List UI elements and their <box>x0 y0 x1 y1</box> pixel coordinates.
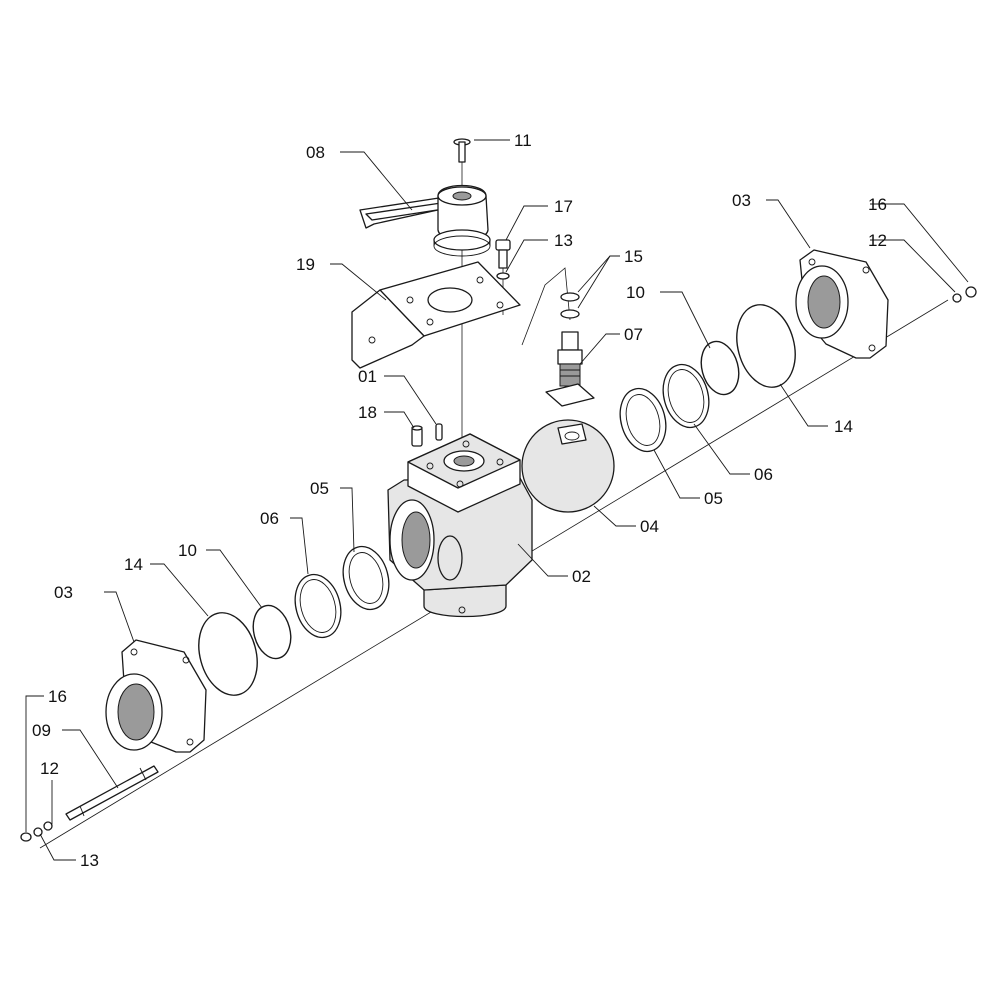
washer-part-12-left <box>43 821 53 831</box>
flange-part-03-left <box>105 639 207 753</box>
callout-01: 01 <box>358 367 377 386</box>
seals-part-15 <box>560 292 580 319</box>
pin-part-18 <box>411 425 423 447</box>
callout-18: 18 <box>358 403 377 422</box>
callout-11: 11 <box>514 131 532 150</box>
callout-12-left: 12 <box>40 759 59 778</box>
ball-part-04 <box>521 419 615 513</box>
oring-part-14-left <box>198 612 258 696</box>
bracket-part-19 <box>351 261 521 369</box>
callout-13-top: 13 <box>554 231 573 250</box>
callout-04: 04 <box>640 517 659 536</box>
seal-part-06-left <box>294 573 342 639</box>
callout-10-left: 10 <box>178 541 197 560</box>
callout-03-left: 03 <box>54 583 73 602</box>
seal-part-06-right <box>662 363 710 429</box>
body-part-02 <box>387 433 533 618</box>
callout-05-left: 05 <box>310 479 329 498</box>
callout-10-right: 10 <box>626 283 645 302</box>
callout-03-right: 03 <box>732 191 751 210</box>
washer-part-12-right <box>952 293 962 303</box>
callout-13-left: 13 <box>80 851 99 870</box>
flange-part-03-right <box>795 249 889 359</box>
leader-lines <box>25 139 969 861</box>
seat-part-05-right <box>619 387 667 453</box>
callout-05-right: 05 <box>704 489 723 508</box>
oring-part-10-left <box>252 604 292 660</box>
bolt-part-17 <box>495 239 511 269</box>
callout-07: 07 <box>624 325 643 344</box>
callout-15: 15 <box>624 247 643 266</box>
seat-part-05-left <box>342 545 390 611</box>
callout-16-left: 16 <box>48 687 67 706</box>
callout-08: 08 <box>306 143 325 162</box>
oring-part-10-right <box>700 340 740 396</box>
stem-part-07 <box>545 331 595 407</box>
washer-part-13-top <box>496 272 510 280</box>
handle-part-08 <box>359 184 491 257</box>
nut-part-16-left <box>20 832 32 842</box>
callout-14-left: 14 <box>124 555 143 574</box>
screw-part-11 <box>453 138 471 163</box>
callout-06-right: 06 <box>754 465 773 484</box>
callout-12-right: 12 <box>868 231 887 250</box>
callout-02: 02 <box>572 567 591 586</box>
nut-part-16-right <box>965 286 977 298</box>
callout-14-right: 14 <box>834 417 853 436</box>
oring-part-14-right <box>736 304 796 388</box>
callout-17: 17 <box>554 197 573 216</box>
callout-16-right: 16 <box>868 195 887 214</box>
pin-part-01 <box>435 423 443 441</box>
callout-19: 19 <box>296 255 315 274</box>
callout-06-left: 06 <box>260 509 279 528</box>
callout-09: 09 <box>32 721 51 740</box>
callout-labels: 08 11 17 13 03 16 12 19 15 10 07 01 18 1… <box>32 131 887 870</box>
tierod-part-09 <box>65 765 159 821</box>
